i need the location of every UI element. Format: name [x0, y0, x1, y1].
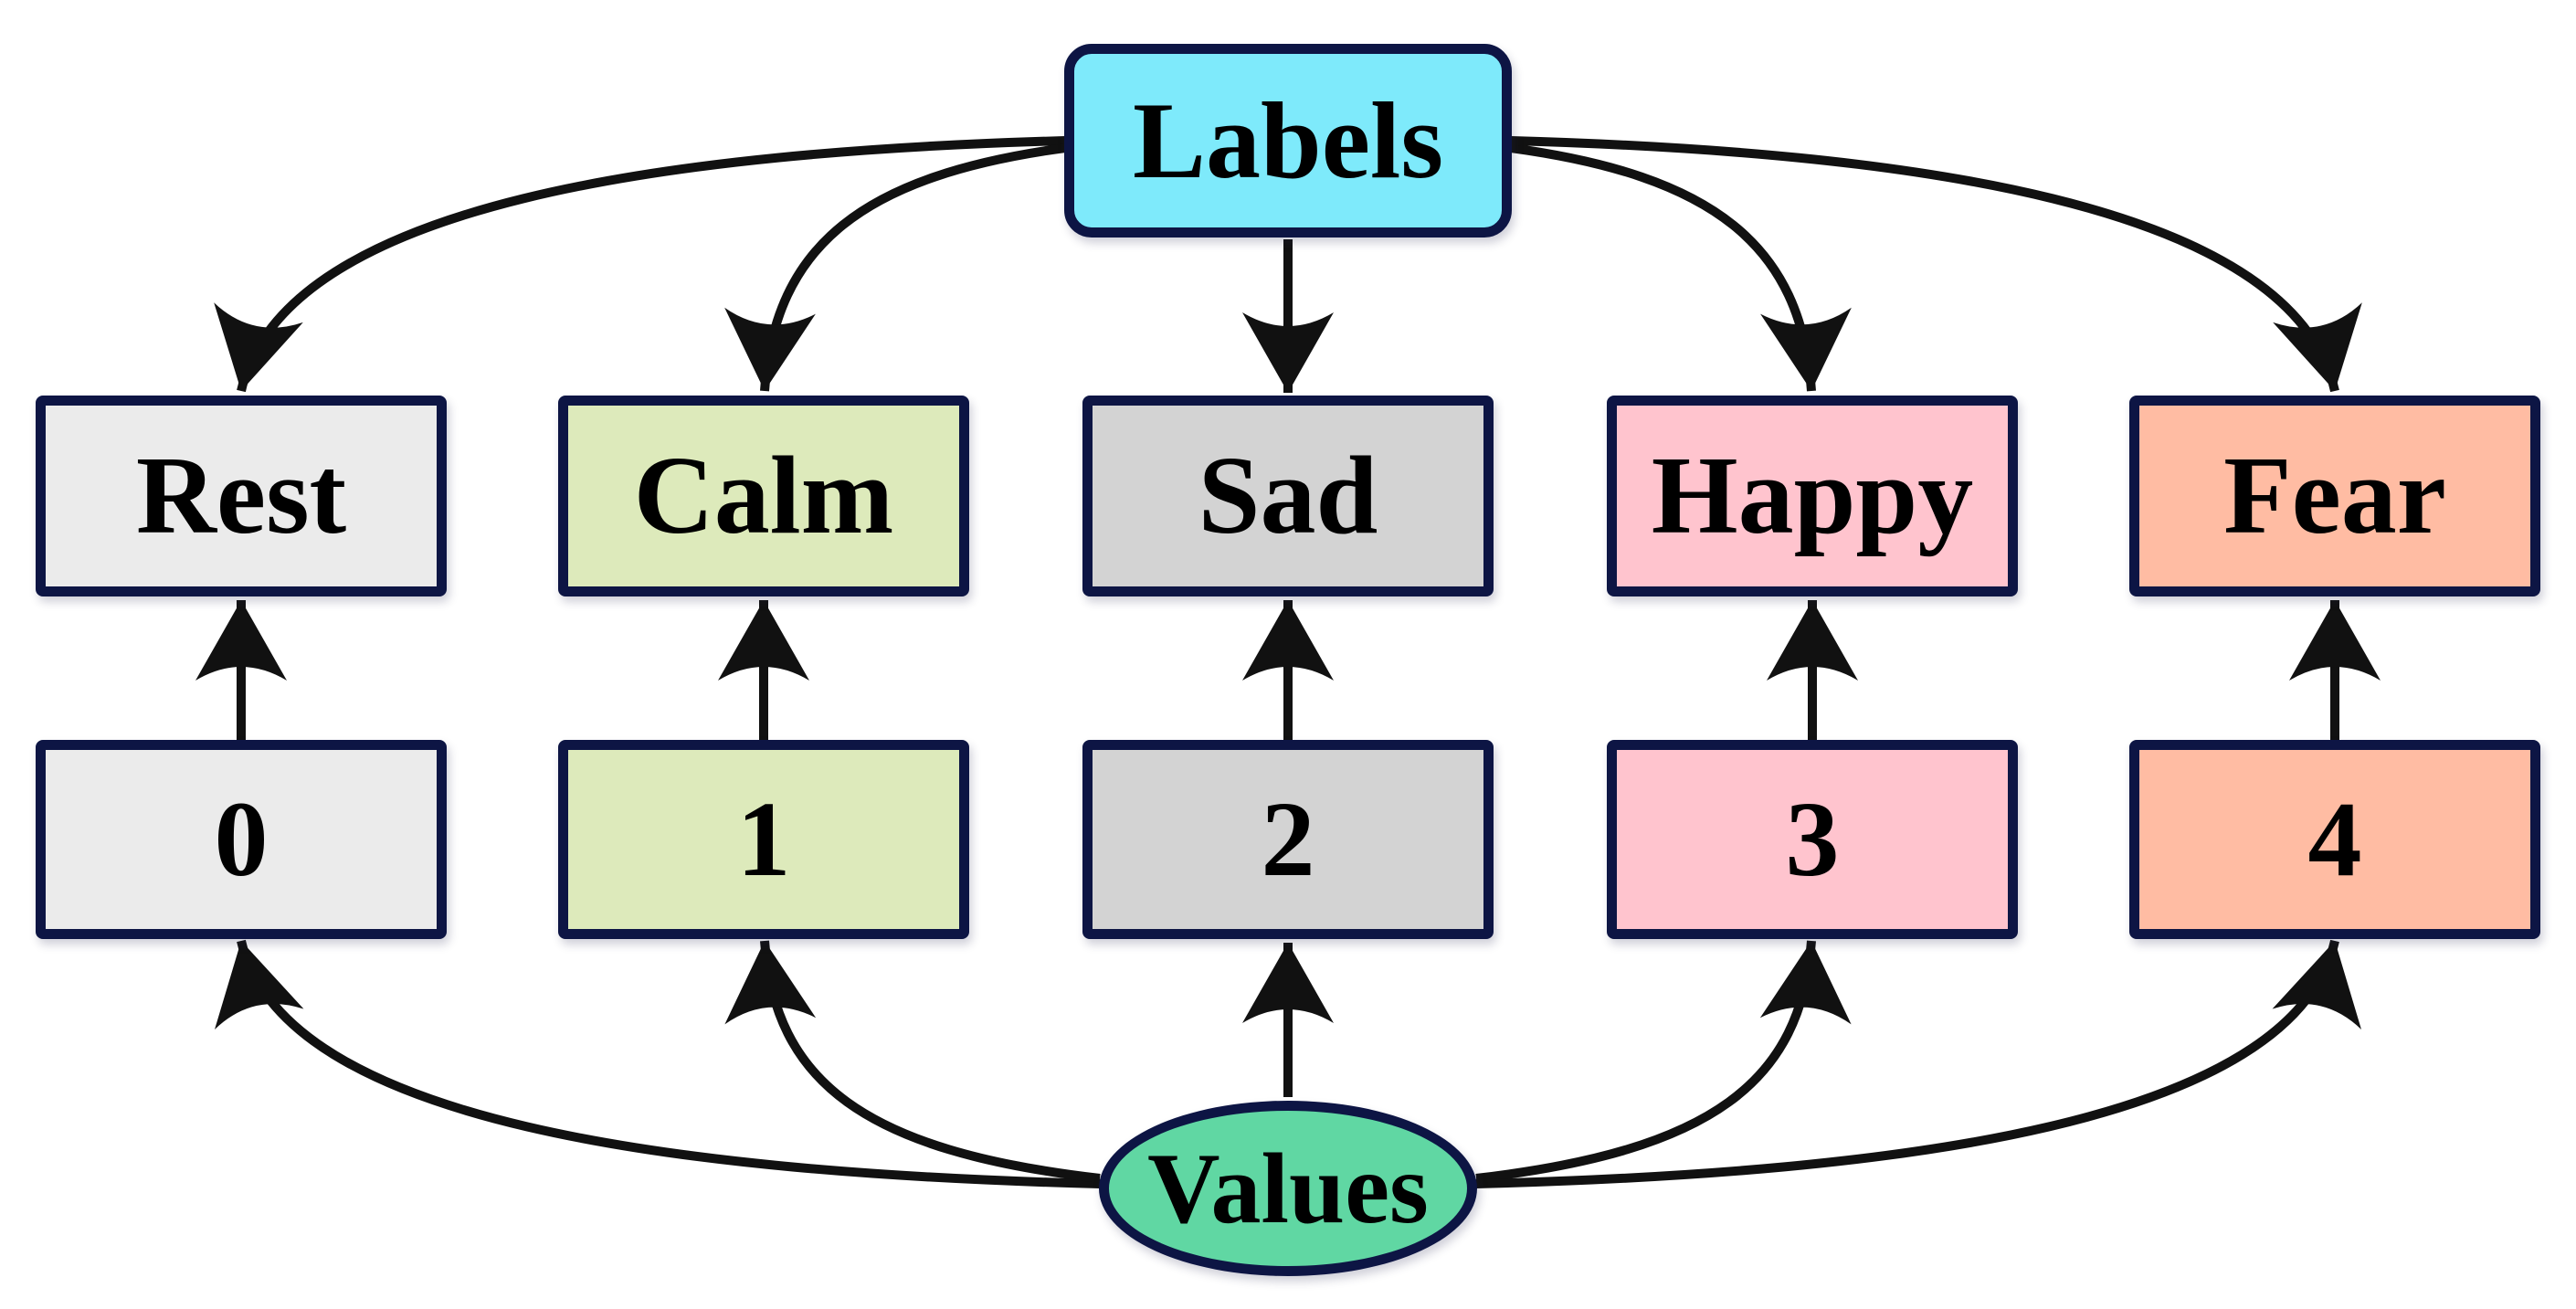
value-box-1-text: 1 — [736, 779, 791, 899]
value-box-3-text: 3 — [1785, 779, 1840, 899]
label-box-fear-text: Fear — [2223, 434, 2446, 557]
label-box-calm-text: Calm — [633, 434, 894, 557]
value-box-1: 1 — [558, 740, 969, 939]
values-node: Values — [1099, 1101, 1477, 1276]
edge-values-to-4 — [1475, 939, 2361, 1188]
label-box-rest: Rest — [36, 396, 447, 596]
edge-labels-to-rest — [214, 136, 1066, 393]
value-box-0: 0 — [36, 740, 447, 939]
label-box-fear: Fear — [2129, 396, 2540, 596]
edge-values-to-3 — [1475, 940, 1852, 1183]
value-box-0-text: 0 — [214, 779, 269, 899]
value-box-2: 2 — [1082, 740, 1494, 939]
value-box-4-text: 4 — [2307, 779, 2362, 899]
label-box-happy: Happy — [1607, 396, 2018, 596]
value-box-4: 4 — [2129, 740, 2540, 939]
labels-node-text: Labels — [1132, 79, 1444, 201]
edge-values-to-0 — [215, 939, 1101, 1188]
value-box-3: 3 — [1607, 740, 2018, 939]
value-box-2-text: 2 — [1261, 779, 1315, 899]
edge-labels-to-fear — [1510, 136, 2362, 393]
edge-labels-to-calm — [724, 143, 1066, 392]
label-box-sad-text: Sad — [1198, 434, 1378, 557]
edge-values-to-1 — [724, 940, 1101, 1183]
label-box-rest-text: Rest — [135, 434, 347, 557]
labels-node: Labels — [1064, 44, 1512, 238]
edge-labels-to-happy — [1510, 143, 1852, 392]
label-box-happy-text: Happy — [1651, 434, 1974, 557]
label-box-calm: Calm — [558, 396, 969, 596]
values-node-text: Values — [1147, 1133, 1429, 1244]
label-box-sad: Sad — [1082, 396, 1494, 596]
